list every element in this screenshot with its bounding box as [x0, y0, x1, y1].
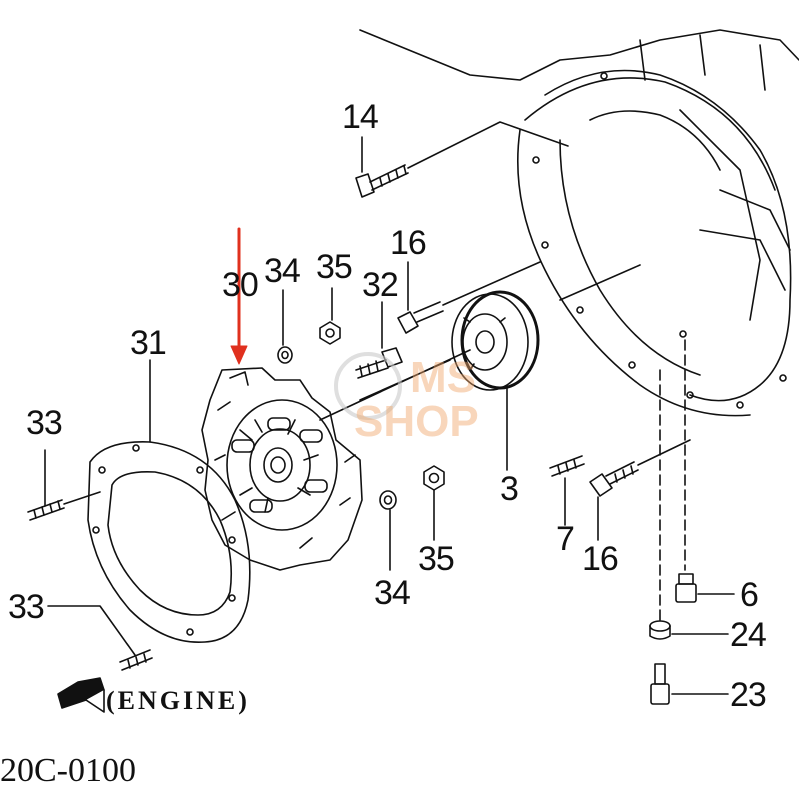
- callout-24: 24: [730, 616, 767, 654]
- callout-16-upper: 16: [390, 224, 427, 262]
- bolt-16-upper: [397, 261, 541, 334]
- callout-35-upper: 35: [316, 248, 353, 286]
- callout-30: 30: [222, 266, 259, 304]
- indicator-arrow: [230, 227, 248, 365]
- callout-3: 3: [500, 470, 519, 508]
- nut-35-lower: [423, 465, 445, 491]
- callout-32: 32: [362, 266, 399, 304]
- bolt-16-lower: [589, 439, 691, 497]
- reference-code: 20C-0100: [0, 752, 136, 789]
- clutch-disc-30: [201, 367, 363, 571]
- stud-33-lower: [119, 649, 153, 671]
- callout-33-upper: 33: [26, 404, 63, 442]
- washer-34-upper: [277, 346, 293, 364]
- nut-35-upper: [319, 321, 341, 345]
- flywheel-3: [451, 290, 540, 391]
- watermark: MS SHOP: [332, 356, 479, 444]
- callout-14: 14: [342, 98, 379, 136]
- watermark-badge: [334, 352, 402, 420]
- callout-16-lower: 16: [582, 540, 619, 578]
- callout-35-lower: 35: [418, 540, 455, 578]
- callout-7: 7: [556, 520, 575, 558]
- nut-24: [649, 620, 671, 640]
- washer-34-lower: [379, 490, 397, 510]
- watermark-line1: MS: [410, 353, 476, 402]
- callout-33-lower: 33: [8, 588, 45, 626]
- watermark-line2: SHOP: [354, 397, 479, 446]
- clutch-housing: [359, 29, 799, 417]
- engine-label: (ENGINE): [106, 686, 250, 715]
- callout-23: 23: [730, 676, 767, 714]
- leader-33-lower: [47, 605, 136, 656]
- gasket-plate-31: [87, 441, 251, 644]
- callout-6: 6: [740, 576, 759, 614]
- engine-direction-arrow: [57, 677, 105, 713]
- bolt-6: [675, 573, 697, 603]
- bolt-23: [650, 663, 670, 705]
- stud-7: [549, 455, 585, 477]
- callout-34-upper: 34: [264, 252, 301, 290]
- bolt-14: [355, 121, 569, 198]
- callout-31: 31: [130, 324, 167, 362]
- callout-34-lower: 34: [374, 574, 411, 612]
